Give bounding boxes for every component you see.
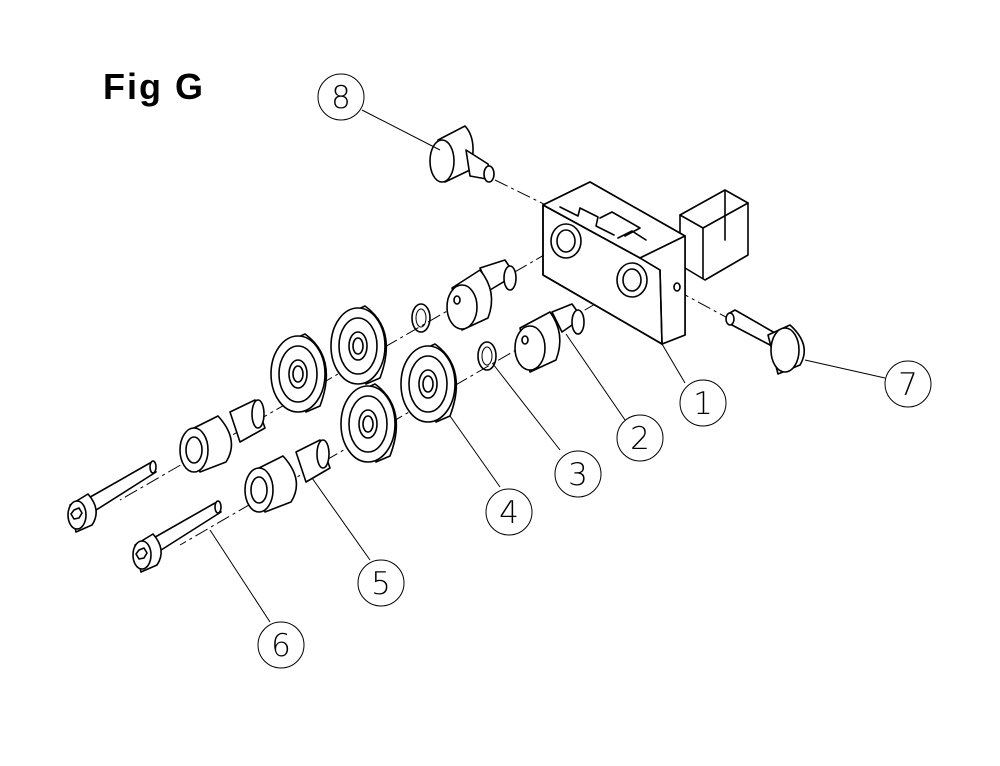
callout-label: 4 — [499, 495, 519, 531]
bracket-body — [542, 181, 749, 345]
callout-1: 1 — [679, 379, 727, 427]
leader-lines — [209, 109, 886, 623]
callout-8: 8 — [317, 73, 365, 121]
bearing-rear-left — [270, 333, 328, 413]
callout-label: 1 — [693, 386, 713, 422]
callout-label: 5 — [371, 566, 391, 602]
callout-6: 6 — [257, 621, 305, 669]
bearing-front-left — [340, 383, 398, 463]
cap-screw-front — [132, 500, 222, 573]
knob-right — [725, 309, 806, 375]
knob-top — [429, 125, 495, 183]
spacer-sleeve-rear — [179, 399, 266, 473]
spacer-sleeve-front — [244, 439, 331, 513]
flanged-pin-rear — [446, 259, 517, 331]
callout-label: 8 — [331, 80, 351, 116]
flanged-pin-front — [514, 303, 585, 373]
callout-3: 3 — [554, 450, 602, 498]
callout-2: 2 — [616, 414, 664, 462]
bearing-front-right — [400, 343, 458, 423]
bearing-rear-right — [330, 305, 388, 385]
retaining-ring-front — [477, 341, 497, 371]
figure-title: Fig G — [103, 66, 205, 107]
callout-label: 2 — [630, 421, 650, 457]
callout-7: 7 — [884, 360, 932, 408]
callout-5: 5 — [357, 559, 405, 607]
retaining-ring-rear — [411, 303, 431, 333]
callout-label: 7 — [898, 367, 918, 403]
callout-4: 4 — [485, 488, 533, 536]
callout-label: 3 — [568, 457, 588, 493]
callout-label: 6 — [271, 628, 291, 664]
cap-screw-rear — [67, 460, 157, 533]
